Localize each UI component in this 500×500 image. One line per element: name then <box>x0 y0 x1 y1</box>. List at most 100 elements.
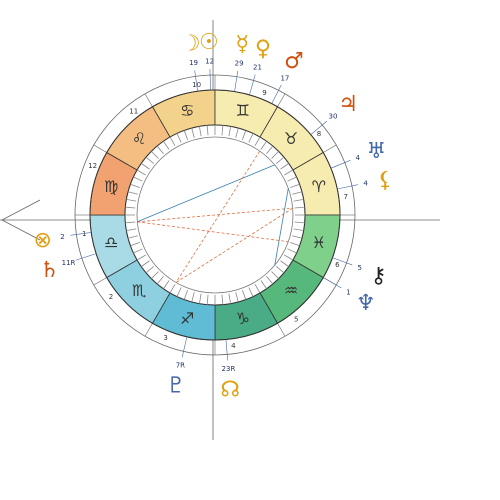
sign-glyph: ♋ <box>180 101 194 120</box>
moon-icon: ☽ <box>181 32 201 57</box>
planet-degree: 7R <box>176 362 185 370</box>
planet-glyphs: 19☽12☉29☿21♀17♂30♃4♅4⚸5⚷1♆7R♇23R☊11R♄2⊗ <box>33 30 393 402</box>
planet-degree: 5 <box>357 264 361 272</box>
sign-glyph: ♈ <box>312 177 326 196</box>
chiron-icon: ⚷ <box>370 264 386 289</box>
degree-tick <box>260 280 267 289</box>
degree-tick <box>221 294 224 305</box>
degree-tick <box>294 221 305 224</box>
house-number: 9 <box>262 89 266 97</box>
fortune-icon: ⊗ <box>33 228 51 253</box>
degree-tick <box>294 206 305 209</box>
planet-degree: 30 <box>329 113 338 121</box>
degree-tick <box>292 191 303 195</box>
sign-glyph: ♑ <box>236 309 250 328</box>
outer-house-ring <box>74 74 356 356</box>
degree-tick <box>183 130 189 140</box>
sign-glyph: ♎ <box>104 233 118 252</box>
planet-marker <box>249 74 256 95</box>
aspect-line <box>137 164 275 223</box>
degree-tick <box>156 276 164 285</box>
planet-marker <box>323 277 342 289</box>
house-cusp-line <box>144 93 153 107</box>
house-number: 2 <box>109 293 113 301</box>
house-number: 7 <box>343 193 347 201</box>
planet-marker <box>194 70 198 92</box>
aspect-line <box>175 207 293 283</box>
mercury-icon: ☿ <box>235 32 249 57</box>
degree-tick <box>169 284 176 294</box>
mars-icon: ♂ <box>284 49 304 74</box>
degree-tick <box>271 151 279 159</box>
sun-icon: ☉ <box>199 30 219 55</box>
degree-tick <box>235 127 239 138</box>
degree-tick <box>169 136 176 146</box>
planet-marker <box>225 339 229 361</box>
degree-tick <box>136 169 146 176</box>
neptune-icon: ♆ <box>356 291 376 316</box>
planet-marker <box>332 257 353 266</box>
degree-tick <box>254 136 261 146</box>
degree-tick <box>221 125 224 136</box>
degree-tick <box>176 133 182 143</box>
degree-tick <box>293 198 304 202</box>
degree-tick <box>235 292 239 303</box>
planet-marker <box>70 232 92 236</box>
aspect-line <box>137 221 289 243</box>
lilith-icon: ⚸ <box>377 168 393 193</box>
planet-degree: 4 <box>356 154 361 162</box>
planet-marker <box>271 84 282 104</box>
zodiac-outer-circle <box>89 89 341 341</box>
sign-glyph: ♏ <box>132 281 146 300</box>
sign-glyph: ♊ <box>236 101 250 120</box>
house-number: 5 <box>294 316 298 324</box>
planet-marker <box>330 160 351 169</box>
degree-tick <box>292 235 303 239</box>
degree-tick <box>290 241 300 247</box>
house-number: 11 <box>129 107 138 115</box>
degree-tick <box>176 287 182 297</box>
degree-tick <box>125 206 136 209</box>
venus-icon: ♀ <box>255 37 271 62</box>
planet-degree: 23R <box>222 365 236 373</box>
planet-degree: 21 <box>253 63 262 71</box>
degree-tick <box>191 127 195 138</box>
house-cusp-line <box>144 323 153 337</box>
house-number: 4 <box>231 342 236 350</box>
planet-degree: 4 <box>363 179 368 187</box>
planet-degree: 1 <box>346 289 350 297</box>
house-cusp-line <box>93 277 107 286</box>
sign-glyph: ♍ <box>104 177 118 196</box>
degree-tick <box>266 276 274 285</box>
degree-tick <box>151 151 159 159</box>
degree-tick <box>183 290 189 300</box>
planet-marker <box>337 184 358 190</box>
degree-tick <box>284 254 294 261</box>
planet-degree: 12 <box>205 58 214 66</box>
pluto-icon: ♇ <box>166 374 186 399</box>
degree-tick <box>287 248 297 254</box>
aspect-line <box>175 150 261 283</box>
degree-tick <box>156 145 164 154</box>
degree-tick <box>290 183 300 189</box>
degree-tick <box>141 260 150 267</box>
degree-tick <box>133 248 143 254</box>
node-icon: ☊ <box>220 377 240 402</box>
degree-tick <box>276 156 285 164</box>
degree-tick <box>284 169 294 176</box>
degree-tick <box>145 156 154 164</box>
house-cusp-line <box>277 93 286 107</box>
degree-tick <box>130 183 140 189</box>
degree-tick <box>228 293 232 304</box>
planet-marker <box>209 69 211 91</box>
degree-tick <box>136 254 146 261</box>
planet-degree: 17 <box>280 74 289 82</box>
degree-tick <box>254 284 261 294</box>
degree-tick <box>248 287 254 297</box>
degree-tick <box>145 266 154 274</box>
degree-tick <box>287 176 297 182</box>
degree-tick <box>206 294 209 305</box>
degree-tick <box>163 280 170 289</box>
house-cusp-line <box>93 144 107 153</box>
